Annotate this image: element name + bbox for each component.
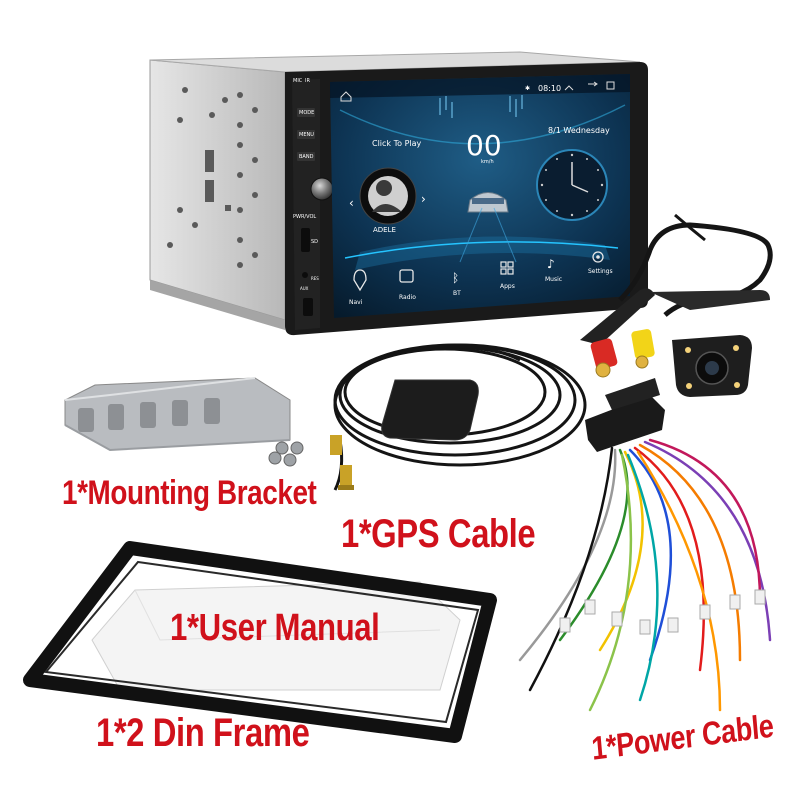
radio-icon xyxy=(399,269,414,283)
map-pin-icon xyxy=(353,269,367,292)
iso-connector xyxy=(585,395,665,452)
mounting-screws xyxy=(268,441,304,467)
res-label: RES xyxy=(311,276,319,281)
power-cable xyxy=(518,378,772,712)
chevron-right-icon[interactable]: › xyxy=(421,192,426,206)
band-button-label: BAND xyxy=(299,154,314,160)
gps-antenna-cable xyxy=(333,343,587,491)
app-navi-label: Navi xyxy=(349,299,363,306)
yellow-rca-tip xyxy=(635,355,649,369)
panel-left-strip: MIC IR MODE MENU BAND PWR/VOL SD RES AUX xyxy=(293,78,334,316)
gps-antenna-puck xyxy=(381,379,479,441)
ir-label: IR xyxy=(305,78,310,84)
mounting-plate xyxy=(650,290,770,310)
apps-grid-icon xyxy=(500,261,514,275)
app-music-label: Music xyxy=(545,276,562,283)
music-note-icon: ♪ xyxy=(547,257,555,271)
app-bt[interactable]: ᛒ BT xyxy=(452,271,461,297)
app-radio[interactable]: Radio xyxy=(399,269,416,301)
band-button[interactable] xyxy=(297,152,315,161)
app-dock: Navi Radio ᛒ BT Apps ♪ Music Settings xyxy=(349,251,613,306)
pwr-vol-label: PWR/VOL xyxy=(293,214,316,220)
menu-button[interactable] xyxy=(297,130,315,139)
gear-icon xyxy=(592,251,604,263)
recent-apps-icon[interactable] xyxy=(606,81,615,90)
gps-cable-caption: 1*GPS Cable xyxy=(341,512,536,556)
app-apps[interactable]: Apps xyxy=(500,261,515,290)
stereo-chassis xyxy=(149,51,641,330)
app-bt-label: BT xyxy=(453,290,461,297)
mounting-bracket-caption: 1*Mounting Bracket xyxy=(62,474,317,512)
led-light xyxy=(685,347,691,353)
app-music[interactable]: ♪ Music xyxy=(545,257,562,283)
red-rca-tip xyxy=(595,362,611,378)
usb-port xyxy=(303,298,313,316)
cable-molding xyxy=(580,288,655,345)
led-light xyxy=(734,382,740,388)
sd-slot xyxy=(301,228,310,252)
home-icon[interactable] xyxy=(340,91,352,102)
led-light xyxy=(733,345,739,351)
backup-camera xyxy=(580,213,773,397)
track-title: ADELE xyxy=(373,226,396,234)
app-settings[interactable]: Settings xyxy=(588,251,613,275)
menu-button-label: MENU xyxy=(299,132,314,138)
speed-widget: 00 km/h xyxy=(459,129,517,263)
aux-label: AUX xyxy=(300,286,309,291)
chevron-left-icon[interactable]: ‹ xyxy=(349,196,354,210)
mic-label: MIC xyxy=(293,78,303,84)
user-manual-caption: 1*User Manual xyxy=(170,607,380,649)
status-bar: ✱ 08:10 xyxy=(340,81,615,102)
sd-label: SD xyxy=(311,239,318,245)
click-to-play-label: Click To Play xyxy=(372,139,422,148)
chevron-up-icon[interactable] xyxy=(564,85,574,91)
mounting-bracket xyxy=(64,377,291,452)
back-icon[interactable] xyxy=(588,81,598,87)
speed-digits: 00 xyxy=(466,129,502,162)
yellow-rca-connector xyxy=(631,329,655,359)
app-navi[interactable]: Navi xyxy=(349,269,367,306)
bluetooth-icon: ᛒ xyxy=(452,271,459,285)
mode-button-label: MODE xyxy=(299,110,314,116)
red-rca-connector xyxy=(590,338,618,370)
gps-connector xyxy=(330,435,354,490)
user-manual xyxy=(91,581,461,691)
app-apps-label: Apps xyxy=(500,283,515,290)
led-light xyxy=(686,383,692,389)
app-radio-label: Radio xyxy=(399,294,416,301)
music-widget[interactable]: Click To Play ADELE ‹ › xyxy=(349,139,426,234)
mode-button[interactable] xyxy=(297,108,315,117)
speed-unit: km/h xyxy=(481,159,494,165)
bluetooth-status-icon: ✱ xyxy=(525,85,530,92)
date-label: 8/1 Wednesday xyxy=(548,126,610,135)
status-time: 08:10 xyxy=(538,84,561,93)
din-frame xyxy=(23,541,497,743)
aux-port xyxy=(302,272,308,278)
clock-widget: 8/1 Wednesday xyxy=(536,126,610,221)
din-frame-caption: 1*2 Din Frame xyxy=(96,711,310,755)
app-settings-label: Settings xyxy=(588,268,613,275)
volume-knob[interactable] xyxy=(310,177,334,201)
